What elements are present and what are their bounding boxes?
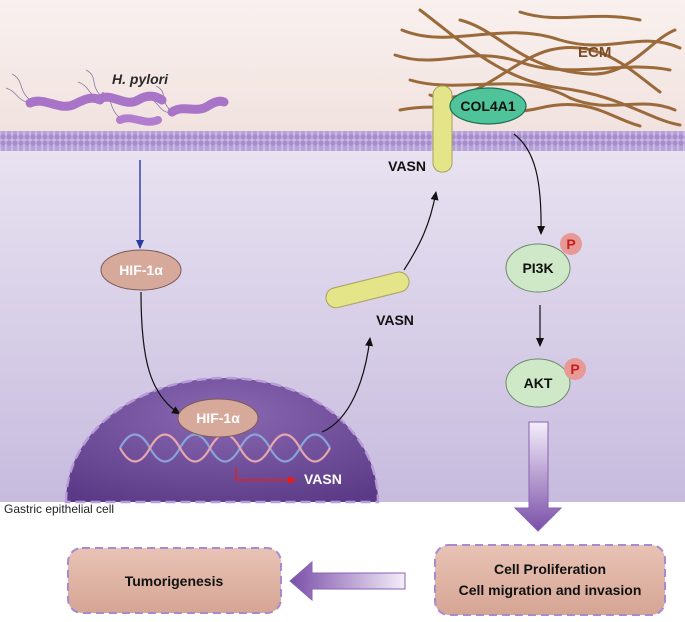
tumorigenesis-box	[67, 547, 282, 614]
arrow-hif-to-nucleus	[140, 291, 181, 415]
pi3k-node	[505, 243, 571, 293]
hif-cytoplasm-node	[100, 249, 182, 291]
hif-nucleus-label: HIF-1α	[196, 410, 240, 426]
akt-phospho-label: P	[570, 361, 579, 377]
extracellular-space	[0, 0, 685, 132]
h-pylori-label: H. pylori	[112, 71, 169, 87]
pi3k-label: PI3K	[522, 260, 553, 276]
arrow-nucleus-to-vasn	[321, 337, 374, 433]
tumorigenesis-label: Tumorigenesis	[125, 573, 224, 589]
akt-label: AKT	[524, 375, 553, 391]
cell-type-caption: Gastric epithelial cell	[4, 502, 115, 516]
nucleus	[64, 376, 380, 504]
arrow-vasn-to-membrane	[403, 191, 439, 271]
col4a1-label: COL4A1	[460, 98, 515, 114]
big-arrow-down	[513, 421, 563, 532]
ecm-label: ECM	[578, 44, 611, 61]
vasn-cytoplasm-label: VASN	[376, 312, 414, 328]
outcome-box	[434, 544, 666, 616]
akt-phospho-badge	[564, 358, 586, 380]
pi3k-phospho-badge	[560, 233, 582, 255]
vasn-membrane-protein	[432, 85, 453, 173]
hif-cytoplasm-label: HIF-1α	[119, 262, 163, 278]
big-arrow-left	[289, 560, 406, 602]
arrow-col4a1-to-pi3k	[513, 133, 546, 235]
outcome-migration-label: Cell migration and invasion	[459, 582, 642, 598]
cell-membrane	[0, 131, 685, 151]
vasn-membrane-label: VASN	[388, 158, 426, 174]
pi3k-phospho-label: P	[566, 236, 575, 252]
vasn-gene-label: VASN	[304, 471, 342, 487]
vasn-cytoplasm-protein	[325, 271, 410, 309]
h-pylori-bacteria	[5, 69, 229, 126]
transcription-arrow	[235, 468, 297, 484]
hif-nucleus-node	[177, 398, 259, 438]
col4a1-node	[449, 87, 527, 125]
outcome-proliferation-label: Cell Proliferation	[494, 561, 606, 577]
akt-node	[505, 358, 571, 408]
